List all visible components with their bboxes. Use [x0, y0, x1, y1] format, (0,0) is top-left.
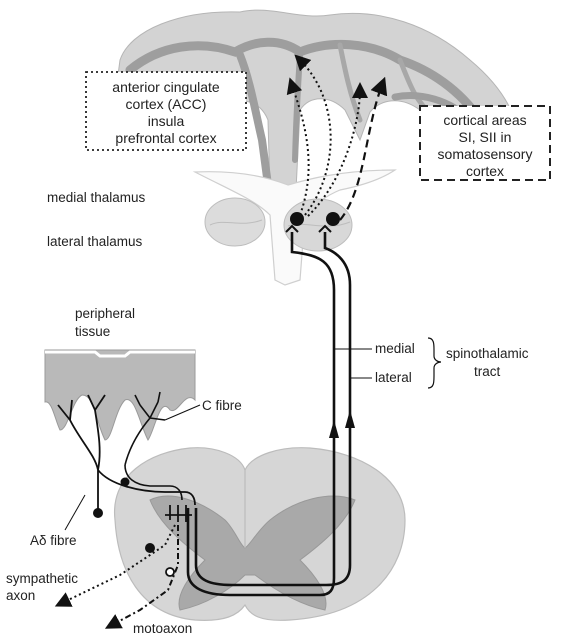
acc-box: anterior cingulate cortex (ACC) insula p…	[86, 72, 246, 150]
lateral-thalamus-neuron	[326, 212, 340, 226]
acc-box-line-1: anterior cingulate	[112, 79, 220, 95]
sympathetic-label-1: sympathetic	[6, 571, 78, 586]
sympathetic-label-2: axon	[6, 588, 35, 603]
somatosensory-box-line-4: cortex	[466, 163, 504, 179]
motoaxon-label: motoaxon	[133, 621, 192, 636]
thalamus-region	[195, 170, 395, 285]
peripheral-tissue-label-2: tissue	[75, 324, 110, 339]
medial-label: medial	[375, 341, 415, 356]
spinothalamic-label-2: tract	[474, 364, 501, 379]
peripheral-tissue-label-1: peripheral	[75, 306, 135, 321]
a-delta-pointer	[65, 495, 85, 530]
lateral-tract-arrow	[345, 410, 355, 428]
acc-box-line-4: prefrontal cortex	[115, 130, 216, 146]
tract-brace	[428, 338, 441, 388]
medial-thalamus-label: medial thalamus	[47, 190, 146, 205]
lateral-thalamus-label: lateral thalamus	[47, 234, 143, 249]
acc-box-line-2: cortex (ACC)	[126, 96, 207, 112]
lateral-label: lateral	[375, 370, 412, 385]
medial-tract-arrow	[329, 420, 339, 438]
somatosensory-box-line-1: cortical areas	[443, 112, 526, 128]
medial-thalamus-neuron	[290, 212, 304, 226]
c-fibre-cell-body	[121, 478, 130, 487]
sympathetic-neuron	[145, 543, 155, 553]
a-delta-fibre-label: Aδ fibre	[30, 533, 77, 548]
c-fibre-label: C fibre	[202, 398, 242, 413]
spinothalamic-label-1: spinothalamic	[446, 346, 529, 361]
peripheral-tissue-block	[45, 350, 195, 440]
somatosensory-box-line-3: somatosensory	[438, 146, 533, 162]
a-delta-cell-body	[93, 508, 103, 518]
acc-box-line-3: insula	[148, 113, 185, 129]
motor-neuron	[166, 568, 174, 576]
tissue-shape	[45, 350, 195, 440]
somatosensory-box-line-2: SI, SII in	[459, 129, 512, 145]
somatosensory-box: cortical areas SI, SII in somatosensory …	[420, 106, 550, 180]
